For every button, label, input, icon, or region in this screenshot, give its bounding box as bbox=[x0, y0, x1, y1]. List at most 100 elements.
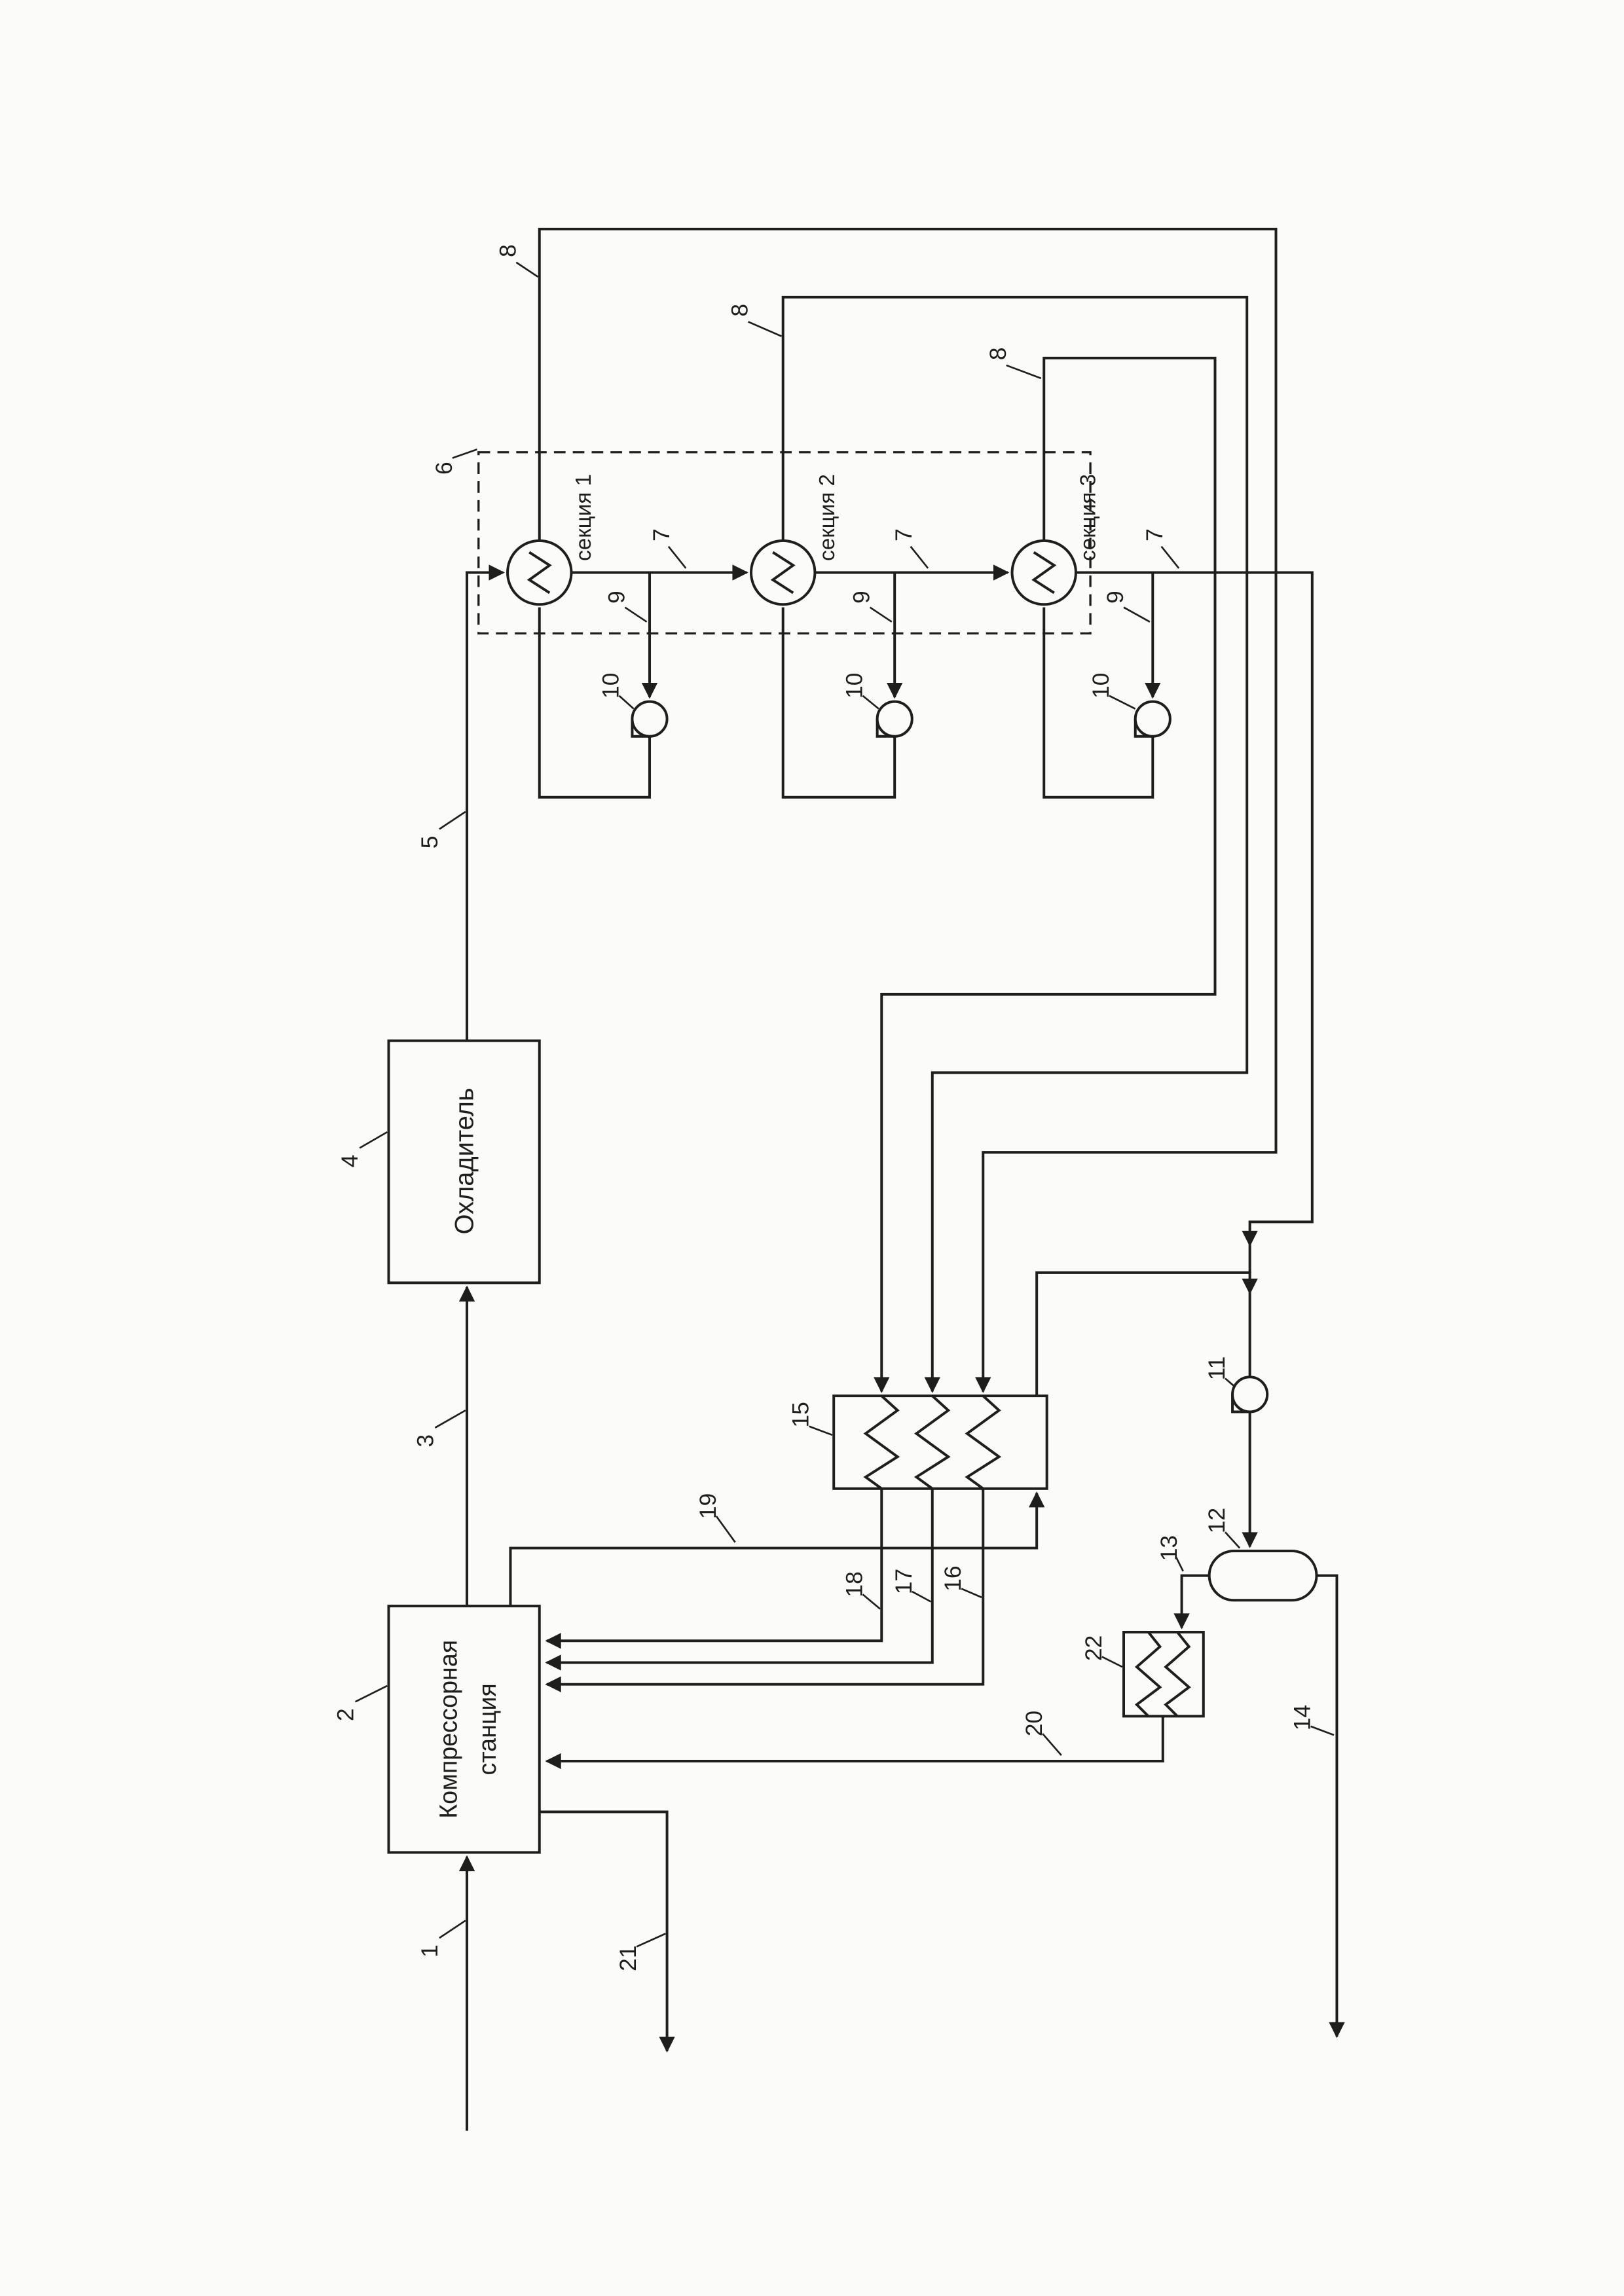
ref-leader-3 bbox=[434, 1410, 466, 1429]
section1-label: секция 1 bbox=[572, 474, 596, 561]
hx22-coil-1 bbox=[1134, 1631, 1162, 1717]
section2-label: секция 2 bbox=[815, 474, 840, 561]
ref-label-18: 18 bbox=[841, 1571, 868, 1597]
pipe-20-hx22-to-compressor bbox=[545, 1716, 1164, 1770]
pipe-pump10b-return bbox=[781, 607, 896, 799]
ref-leader-5 bbox=[439, 811, 466, 830]
cooler-4-label: Охладитель bbox=[451, 1087, 479, 1234]
pipe-21-export bbox=[539, 1810, 675, 2053]
ref-label-10c: 10 bbox=[1088, 673, 1114, 699]
cooler-4-box bbox=[387, 1039, 541, 1285]
ref-leader-12 bbox=[1225, 1531, 1241, 1549]
ref-label-9b: 9 bbox=[849, 591, 875, 604]
pipe-8-loop-section2 bbox=[781, 295, 1249, 1393]
ref-leader-8a bbox=[515, 261, 539, 278]
ref-leader-7c bbox=[1160, 545, 1180, 569]
hx22-coil-2 bbox=[1164, 1631, 1191, 1717]
ref-leader-9b bbox=[869, 606, 893, 623]
ref-leader-22 bbox=[1101, 1656, 1123, 1668]
ref-label-9c: 9 bbox=[1102, 591, 1128, 604]
ref-leader-18 bbox=[862, 1594, 881, 1610]
ref-label-8a: 8 bbox=[494, 244, 521, 257]
pipe-pump10a-return bbox=[538, 607, 652, 799]
ref-label-6: 6 bbox=[431, 462, 457, 475]
pipe-14-vessel-drain bbox=[1316, 1574, 1345, 2039]
ref-leader-13 bbox=[1175, 1556, 1184, 1572]
ref-label-3: 3 bbox=[412, 1434, 438, 1448]
ref-label-12: 12 bbox=[1204, 1508, 1230, 1533]
ref-label-7c: 7 bbox=[1141, 528, 1168, 541]
ref-leader-9a bbox=[624, 606, 648, 623]
section1-exchanger-coil bbox=[526, 551, 552, 594]
hx15-coil-3 bbox=[965, 1394, 1002, 1490]
ref-leader-7b bbox=[910, 545, 929, 569]
pipe-16-to-compressor bbox=[545, 1488, 985, 1692]
ref-label-16: 16 bbox=[940, 1565, 966, 1591]
section3-exchanger-coil bbox=[1031, 551, 1057, 594]
section3-label: секция 3 bbox=[1076, 474, 1100, 561]
compressor-station-box bbox=[387, 1605, 541, 1854]
pipe-8-loop-section3 bbox=[874, 356, 1217, 1393]
ref-label-20: 20 bbox=[1021, 1711, 1047, 1736]
ref-leader-2 bbox=[354, 1685, 388, 1703]
ref-leader-20 bbox=[1042, 1733, 1062, 1757]
pipe-8-loop-section1 bbox=[538, 227, 1278, 1393]
pipe-hx15-cold-outlet bbox=[1035, 1271, 1258, 1396]
ref-leader-8b bbox=[748, 321, 783, 337]
pipe-5-cooler-to-section1 bbox=[466, 564, 505, 1041]
pump-10a bbox=[631, 700, 669, 738]
ref-leader-6 bbox=[452, 448, 478, 459]
ref-leader-8c bbox=[1006, 364, 1042, 380]
ref-leader-11 bbox=[1225, 1377, 1236, 1388]
heat-exchanger-15 bbox=[832, 1394, 1048, 1490]
pipe-13-vessel-to-hx22 bbox=[1173, 1574, 1209, 1630]
section2-exchanger-coil bbox=[770, 551, 796, 594]
ref-label-7a: 7 bbox=[648, 528, 674, 541]
ref-label-2: 2 bbox=[332, 1708, 358, 1721]
equipment: Охладитель Компрессорная станция секция … bbox=[387, 451, 1318, 1854]
ref-label-8b: 8 bbox=[727, 304, 753, 317]
ref-label-10b: 10 bbox=[841, 673, 868, 699]
dashed-boundary-6 bbox=[477, 451, 1092, 635]
ref-leader-19 bbox=[715, 1516, 736, 1543]
reference-labels: 1 2 3 4 5 6 7 7 7 8 8 8 9 9 9 10 10 bbox=[332, 244, 1335, 1971]
ref-label-15: 15 bbox=[788, 1402, 814, 1427]
ref-label-4: 4 bbox=[337, 1155, 363, 1168]
pipe-17-to-compressor bbox=[545, 1488, 934, 1671]
heat-exchanger-22 bbox=[1122, 1630, 1205, 1718]
pipe-19-compressor-to-hx15 bbox=[509, 1491, 1045, 1607]
ref-leader-10a bbox=[618, 695, 635, 710]
ref-label-10a: 10 bbox=[598, 673, 624, 699]
ref-leader-7a bbox=[667, 545, 687, 569]
hx15-coil-2 bbox=[913, 1394, 951, 1490]
pipe-7-section3-outlet bbox=[1075, 571, 1314, 1247]
pump-11 bbox=[1231, 1376, 1269, 1413]
pipe-pump10c-return bbox=[1043, 607, 1154, 799]
ref-label-5: 5 bbox=[416, 835, 443, 848]
ref-leader-15 bbox=[809, 1425, 833, 1436]
piping bbox=[458, 227, 1345, 2131]
pump-10b bbox=[876, 700, 913, 738]
ref-label-8c: 8 bbox=[985, 347, 1011, 360]
hx15-coil-1 bbox=[863, 1394, 900, 1490]
ref-label-17: 17 bbox=[891, 1569, 917, 1594]
ref-leader-9c bbox=[1123, 606, 1151, 623]
compressor-station-label-line2: станция bbox=[473, 1683, 501, 1775]
ref-leader-21 bbox=[636, 1933, 666, 1948]
ref-leader-1 bbox=[439, 1920, 466, 1939]
ref-label-21: 21 bbox=[615, 1945, 641, 1971]
ref-leader-10b bbox=[862, 695, 879, 710]
ref-leader-10c bbox=[1109, 695, 1136, 710]
separator-vessel-12 bbox=[1208, 1550, 1318, 1602]
ref-label-13: 13 bbox=[1156, 1535, 1182, 1561]
compressor-station-label-line1: Компрессорная bbox=[434, 1640, 462, 1819]
pump-10c bbox=[1134, 700, 1172, 738]
ref-label-9a: 9 bbox=[604, 591, 630, 604]
pipe-18-to-compressor bbox=[545, 1488, 883, 1649]
ref-label-7b: 7 bbox=[891, 528, 917, 541]
ref-leader-14 bbox=[1310, 1725, 1335, 1736]
ref-label-1: 1 bbox=[416, 1944, 443, 1958]
ref-label-11: 11 bbox=[1204, 1357, 1230, 1381]
